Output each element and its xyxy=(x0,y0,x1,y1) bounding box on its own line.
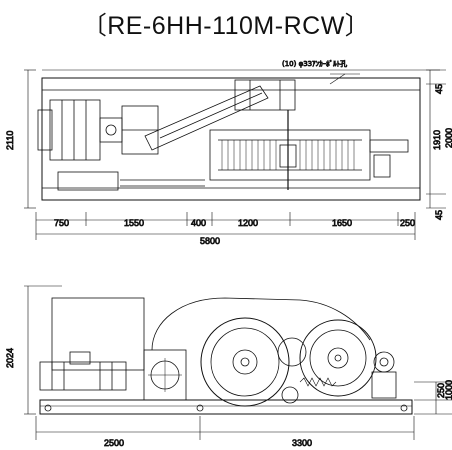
side-dim-right xyxy=(414,381,452,415)
top-total-length: 5800 xyxy=(200,236,220,246)
top-edge-bottom-label: 45 xyxy=(434,210,444,220)
side-small-right-label: 250 xyxy=(436,383,446,398)
top-dim-right xyxy=(426,69,446,209)
upper-bracket xyxy=(234,79,296,111)
drawing-title: 〔RE-6HH-110M-RCW〕 xyxy=(81,12,371,40)
top-view xyxy=(37,69,440,201)
drum-left xyxy=(200,317,290,407)
side-wheel xyxy=(373,351,395,373)
drum-grooves xyxy=(221,140,355,170)
coupling xyxy=(99,117,123,143)
motor-block xyxy=(49,99,101,161)
side-right-extra-label: 1000 xyxy=(444,380,452,400)
anchor-bolt-note: (10) φ33ｱﾝｶｰﾎﾞﾙﾄ孔 xyxy=(282,60,347,68)
top-height-total-label: 2110 xyxy=(5,131,15,150)
side-dim-segments-line xyxy=(35,416,415,440)
top-seg-4: 1200 xyxy=(238,218,258,228)
output-shaft xyxy=(369,139,409,153)
side-base-frame xyxy=(39,399,413,415)
side-view xyxy=(39,297,413,415)
drum-casing xyxy=(151,297,371,351)
top-seg-1: 750 xyxy=(54,218,69,228)
center-gear xyxy=(277,337,307,367)
diagonal-shaft-guard xyxy=(144,85,269,151)
top-frame-outline xyxy=(41,77,421,201)
base-block xyxy=(57,171,119,191)
top-dim-segments-line xyxy=(35,212,416,240)
side-seg-1: 2500 xyxy=(104,438,124,448)
spring xyxy=(299,377,337,387)
motor-end-cap xyxy=(37,109,53,151)
top-right-extra-label: 2000 xyxy=(444,128,452,148)
top-height-inner-label: 1910 xyxy=(432,130,442,150)
drum-right xyxy=(299,319,377,397)
top-edge-top-label: 45 xyxy=(434,84,444,94)
top-seg-5: 1650 xyxy=(332,218,352,228)
side-motor xyxy=(39,361,127,391)
control-cabinet xyxy=(51,297,145,371)
top-seg-3: 400 xyxy=(191,218,206,228)
drum-assembly xyxy=(209,129,371,181)
side-dim-height xyxy=(24,285,62,415)
side-seg-2: 3300 xyxy=(292,438,312,448)
top-seg-6: 250 xyxy=(400,218,415,228)
top-seg-2: 1550 xyxy=(124,218,144,228)
side-height-label: 2024 xyxy=(5,348,15,368)
top-dim-height-total xyxy=(24,69,36,209)
